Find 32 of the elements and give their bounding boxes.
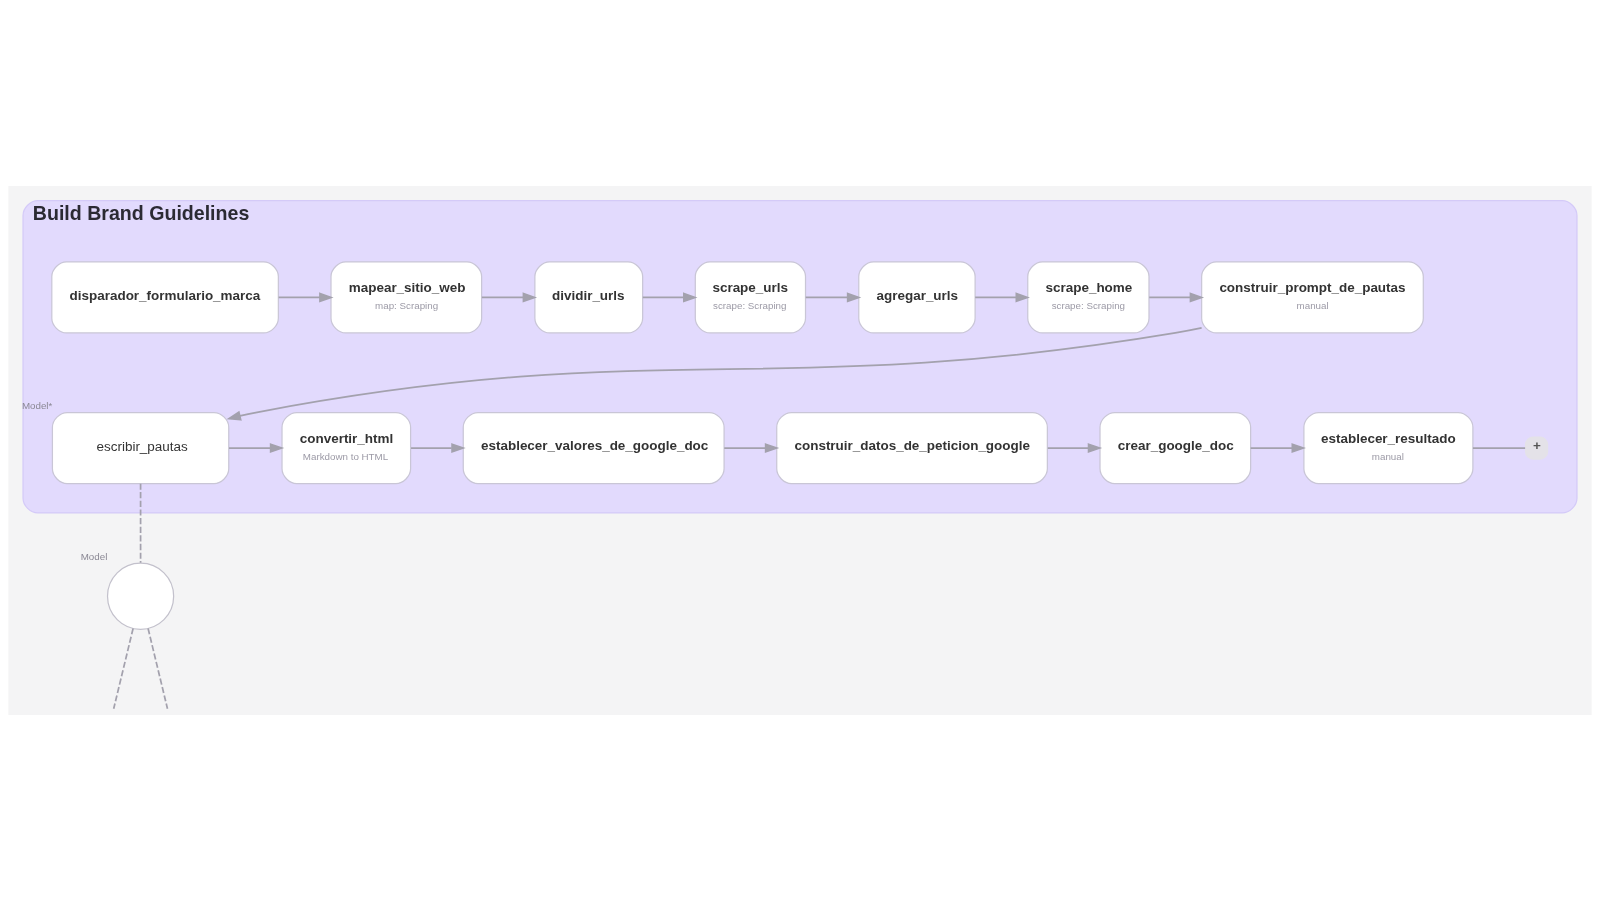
arrow [1148,291,1205,302]
arrow [974,291,1030,302]
arrow [641,291,698,302]
arrow [804,291,862,302]
node-box: establecer_resultado manual [1303,411,1474,484]
node-box: construir_datos_de_peticion_google [776,411,1048,484]
arrow [723,442,780,453]
node-box: convertir_html Markdown to HTML [281,411,412,484]
node-box: escribir_pautas [51,411,230,484]
connector [112,627,134,710]
node-box: agregar_urls [858,260,976,334]
arrow [481,291,538,302]
arrow [1046,442,1103,453]
node-box: mapear_sitio_web map: Scraping [330,260,483,334]
node-label: Model [80,550,108,562]
connector [139,482,142,564]
node-box: dividir_urls [534,260,644,334]
node-label: Model* [21,399,53,411]
node-circle [106,562,175,630]
connector [1472,446,1526,449]
arrow [410,442,466,453]
connector [147,627,169,710]
node-box: construir_prompt_de_pautas manual [1201,260,1424,334]
arrow [226,326,1203,421]
node-box: scrape_urls scrape: Scraping [694,260,807,334]
node-box: scrape_home scrape: Scraping [1027,260,1150,334]
arrow [1249,442,1306,453]
arrow [228,442,285,453]
arrow [277,291,334,302]
node-box: crear_google_doc [1099,411,1252,484]
node-box: establecer_valores_de_google_doc [462,411,725,484]
node-box: disparador_formulario_marca [51,260,279,334]
